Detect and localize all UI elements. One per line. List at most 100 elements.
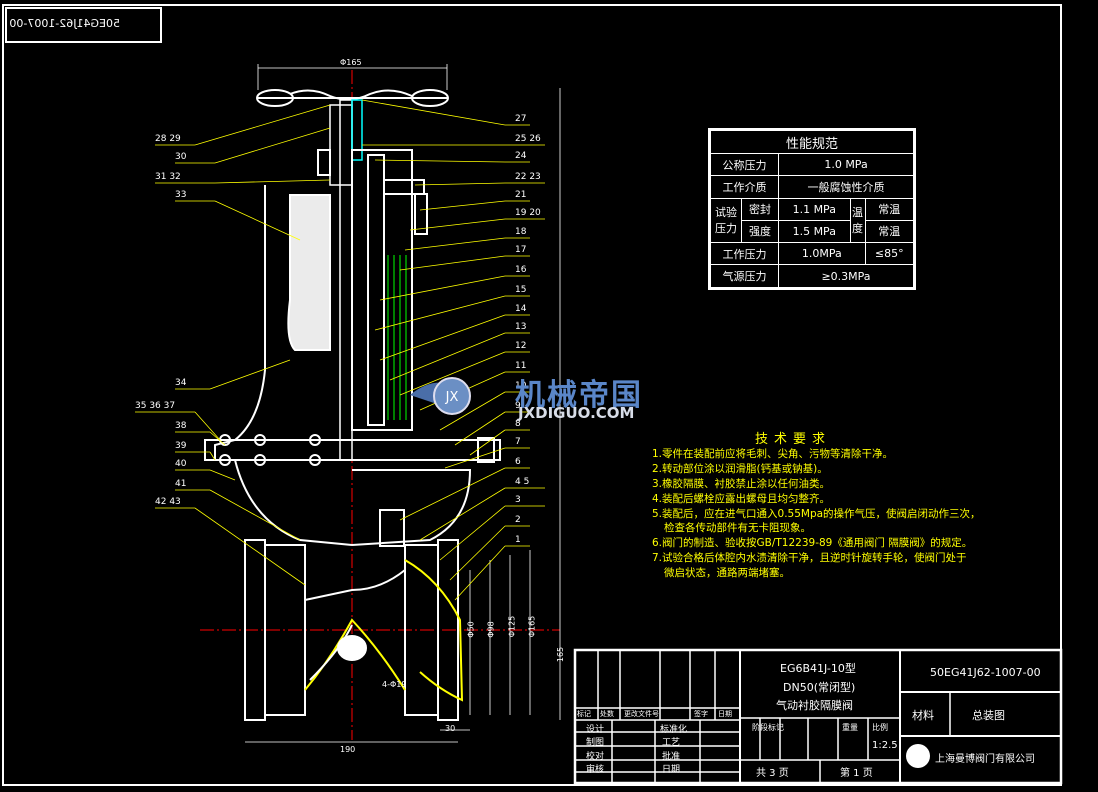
sign-label: 工艺: [662, 738, 681, 748]
dim-d4: Φ165: [527, 615, 537, 638]
material-label: 材料: [912, 709, 934, 722]
balloon: 6: [515, 457, 521, 467]
rev-label: 签字: [694, 710, 708, 718]
work-pressure-value: 1.0MPa: [778, 242, 866, 266]
scale-value: 1:2.5: [872, 740, 898, 751]
spec-value: 1.0 MPa: [778, 152, 915, 177]
air-pressure-value: ≥0.3MPa: [778, 264, 915, 289]
requirements-title: 技术要求: [755, 432, 832, 447]
model-text: EG6B41J-10型: [780, 662, 856, 675]
assembly-label: 总装图: [972, 709, 1005, 722]
leaders-right: [361, 99, 545, 601]
actuator-housing: [214, 149, 428, 461]
sign-label: 设计: [586, 725, 605, 735]
balloon: 35 36 37: [135, 401, 176, 411]
balloon: 39: [175, 441, 187, 451]
stage-label: 比例: [872, 723, 888, 732]
seal-label: 密封: [740, 197, 780, 221]
work-pressure-label: 工作压力: [708, 242, 780, 266]
dim-d3: Φ125: [507, 615, 517, 638]
air-pressure-label: 气源压力: [708, 264, 780, 289]
balloon: 21: [515, 190, 527, 200]
requirement-line: 1.零件在装配前应将毛刺、尖角、污物等清除干净。: [652, 448, 894, 460]
requirement-line: 微启状态，通路两端堵塞。: [664, 567, 790, 579]
springs: [387, 255, 407, 420]
sign-label: 日期: [662, 765, 681, 775]
balloon: 13: [515, 322, 527, 332]
dim-bottom-width: 190: [340, 745, 356, 754]
product-name: 气动衬胶隔膜阀: [776, 699, 853, 712]
balloon: 11: [515, 361, 527, 371]
stage-label: 重量: [842, 723, 858, 732]
balloon: 30: [175, 152, 187, 162]
balloon: 18: [515, 227, 527, 237]
title-block-frame: [573, 648, 1063, 785]
requirement-line: 检查各传动部件有无卡阻现象。: [664, 522, 811, 534]
watermark-logo-icon: JX: [410, 377, 471, 415]
balloon: 3: [515, 495, 521, 505]
sign-label: 校对: [586, 752, 605, 762]
balloon: 41: [175, 479, 187, 489]
balloon: 25 26: [515, 134, 541, 144]
rev-label: 更改文件号: [624, 710, 659, 718]
sheet-no: 第 1 页: [840, 768, 873, 779]
company-name: 上海曼博阀门有限公司: [935, 754, 1035, 765]
balloon: 9: [515, 401, 521, 411]
balloon: 15: [515, 285, 527, 295]
requirement-line: 4.装配后螺栓应露出螺母且均匀整齐。: [652, 493, 831, 505]
balloon: 40: [175, 459, 187, 469]
size-text: DN50(常闭型): [783, 681, 856, 694]
requirement-line: 3.橡胶隔膜、衬胶禁止涂以任何油类。: [652, 478, 831, 490]
balloon: 38: [175, 421, 187, 431]
valve-stem: [329, 99, 363, 461]
balloon: 33: [175, 190, 187, 200]
rev-label: 日期: [718, 710, 732, 718]
test-pressure-label: 试验压力: [709, 197, 742, 244]
watermark-text-en: JXDIGUO.COM: [518, 404, 635, 422]
watermark-text-cn: 机械帝国: [515, 378, 643, 413]
rev-label: 标记: [577, 710, 591, 718]
svg-text:JX: JX: [445, 390, 459, 405]
balloon: 14: [515, 304, 527, 314]
stage-label: 阶段标记: [752, 723, 784, 732]
balloon: 12: [515, 341, 527, 351]
balloon: 7: [515, 437, 521, 447]
balloon: 27: [515, 114, 527, 124]
drawing-no-reversed: 50EG41J62-1007-00: [9, 17, 120, 30]
spec-label: 工作介质: [708, 175, 780, 199]
balloon: 31 32: [155, 172, 181, 182]
dimension-lines: [245, 64, 561, 743]
sign-label: 标准化: [660, 725, 688, 735]
dim-flange-hole: 4-Φ19: [382, 680, 407, 689]
strength-value: 1.5 MPa: [778, 219, 851, 244]
sign-label: 批准: [662, 752, 681, 762]
requirement-line: 2.转动部位涂以润滑脂(钙基或钠基)。: [652, 463, 828, 475]
valve-body: [244, 539, 464, 721]
requirement-line: 7.试验合格后体腔内水渍清除干净，且逆时针旋转手轮，使阀门处于: [652, 552, 967, 564]
balloon: 2: [515, 515, 521, 525]
balloon: 4 5: [515, 477, 530, 487]
balloon: 24: [515, 151, 527, 161]
dim-w30: 30: [445, 724, 456, 733]
work-temp: ≤85°: [864, 242, 915, 266]
sign-label: 审核: [586, 765, 605, 775]
balloon: 19 20: [515, 208, 541, 218]
leaders-left: [135, 104, 331, 586]
sheet-total: 共 3 页: [756, 768, 789, 779]
spec-label: 公称压力: [708, 152, 780, 177]
rev-label: 处数: [600, 710, 614, 718]
balloon: 16: [515, 265, 527, 275]
sign-label: 制图: [586, 738, 605, 748]
balloon: 28 29: [155, 134, 181, 144]
spec-title: 性能规范: [709, 129, 915, 154]
temp-label: 温度: [849, 197, 866, 244]
drawing-no-box: [5, 7, 162, 43]
requirement-line: 6.阀门的制造、验收按GB/T12239-89《通用阀门 隔膜阀》的规定。: [652, 537, 973, 549]
balloon: 10: [515, 381, 527, 391]
balloon: 1: [515, 535, 521, 545]
drawing-frame: [2, 4, 1062, 786]
seal-value: 1.1 MPa: [778, 197, 851, 221]
balloon: 17: [515, 245, 527, 255]
balloon: 22 23: [515, 172, 541, 182]
dim-d2: Φ98: [486, 621, 496, 638]
